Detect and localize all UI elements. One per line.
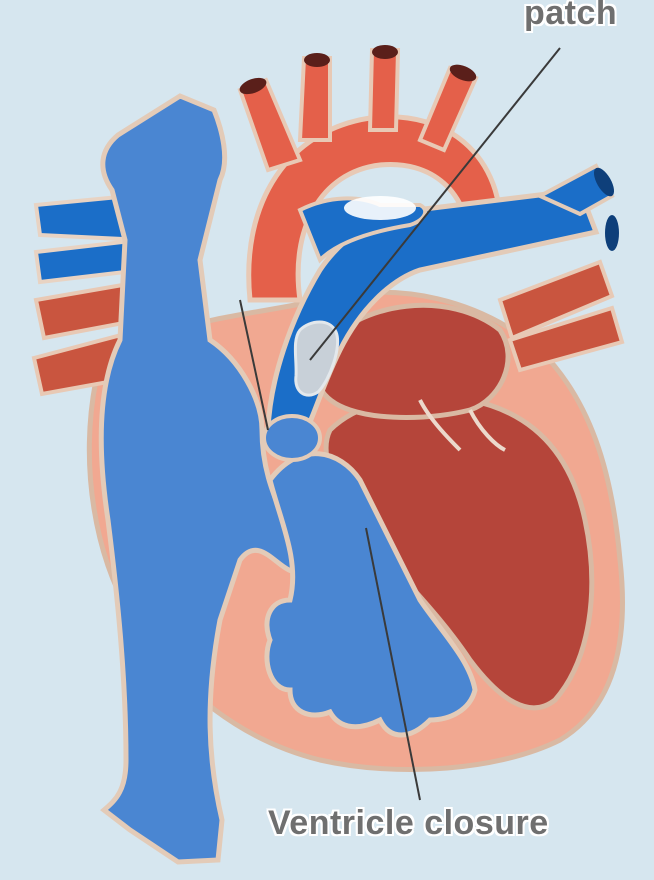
pulmonary-valve bbox=[264, 416, 320, 460]
pulmonary-branch-opening-lower bbox=[605, 215, 619, 251]
pulmonary-opening-top bbox=[344, 196, 416, 220]
aortic-branch-2 bbox=[300, 58, 330, 140]
aortic-branch-2-opening bbox=[304, 53, 330, 67]
aortic-branch-3-opening bbox=[372, 45, 398, 59]
ventricle-closure-label: Ventricle closure bbox=[268, 804, 549, 843]
aortic-branch-3 bbox=[370, 50, 398, 130]
patch-label: patch bbox=[524, 0, 617, 33]
